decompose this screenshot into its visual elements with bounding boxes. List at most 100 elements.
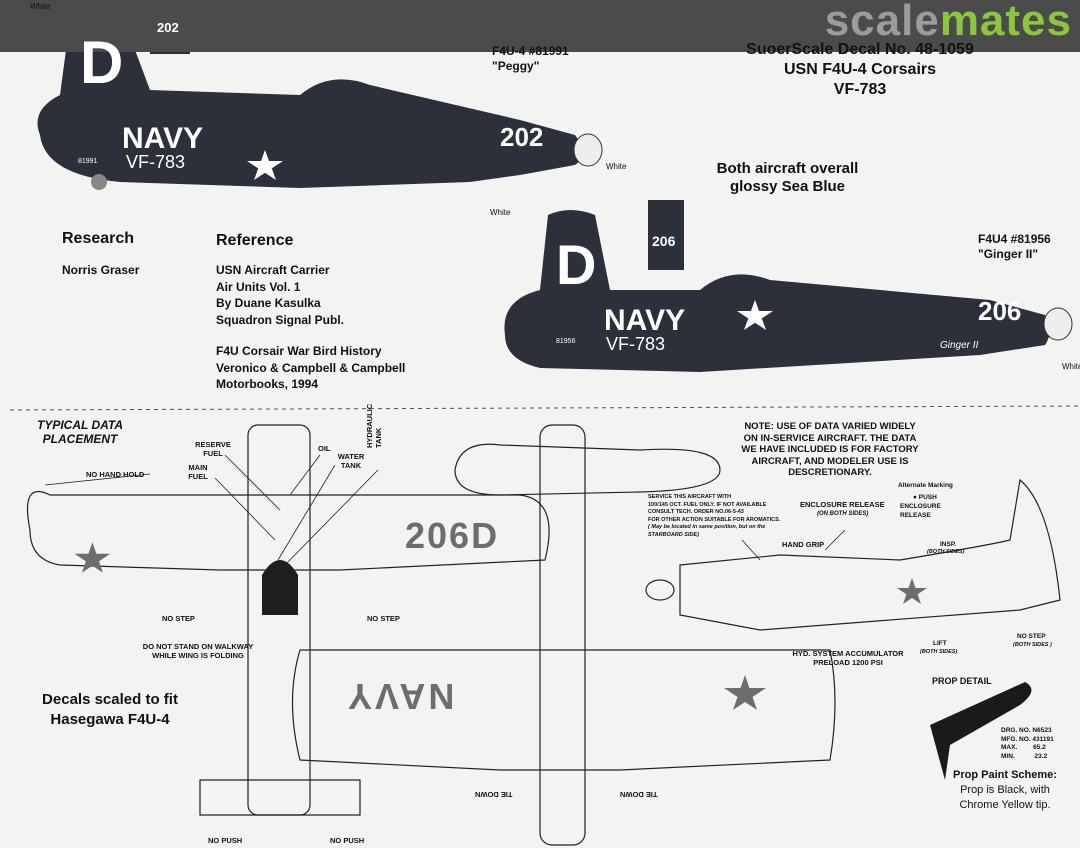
color-note-2: glossy Sea Blue [729,178,846,195]
aircraft-2-star-icon [737,300,773,330]
aircraft-2-silhouette [504,200,1050,372]
logo-part1: scale [824,0,940,45]
logo-part2: mates [939,0,1072,45]
aircraft-1-tailwheel [91,174,107,190]
label-enclosure-release: ENCLOSURE RELEASE [800,500,885,509]
side-star-icon [897,578,927,604]
prop-mfg: MFG. NO. 431191 [1001,735,1054,743]
prop-scheme-title: Prop Paint Scheme: [953,769,1057,781]
aircraft-1-tail-number: 202 [157,20,179,35]
top-view-aircraft [26,424,550,816]
aircraft-2-nose-art: Ginger II [940,340,979,351]
label-on-both-sides: (ON BOTH SIDES) [817,511,869,517]
wing-star-left-icon [74,542,111,573]
label-hydraulic-tank: HYDRAULIC TANK [365,403,383,448]
aircraft-1-label: F4U-4 #81991"Peggy" [492,44,569,74]
aircraft-2-bureau: 81956 [556,338,576,345]
prop-min-label: MIN. [1001,752,1015,760]
label-hand-grip: HAND GRIP [782,540,825,549]
bottom-view-aircraft [291,424,836,846]
color-note-1: Both aircraft overall [716,160,859,177]
label-main-fuel: MAIN FUEL [188,463,208,481]
aircraft-2-fuselage-number: 206 [978,296,1022,326]
aircraft-2-navy: NAVY [604,304,686,337]
label-water-tank: WATER TANK [337,452,365,470]
prop-title: PROP DETAIL [932,676,992,686]
wing-navy: NAVY [345,676,455,717]
title-line3: VF-783 [833,81,887,98]
aircraft-1-star-icon [247,150,283,180]
hyd-1: HYD. SYSTEM ACCUMULATOR [792,649,904,658]
label-oil: OIL [318,444,331,453]
walkway-1: DO NOT STAND ON WALKWAY [142,642,254,651]
aircraft-1-spinner [573,133,603,167]
prop-scheme-1: Prop is Black, with [960,784,1050,796]
label-tie-down-left: TIE DOWN [475,790,513,799]
research-name: Norris Graser [62,263,140,277]
aircraft-1-fuselage-number: 202 [500,122,544,152]
ref-line: Air Units Vol. 1 [216,279,301,294]
prop-data: DRG. NO. N6523 MFG. NO. 431191 MAX. 65.2… [1001,727,1054,761]
label-no-step-left: NO STEP [162,614,195,623]
note-line: DESCRETIONARY. [788,467,872,478]
reference-heading: Reference [216,232,294,249]
propeller-blade [930,682,1032,780]
aircraft-1-id: F4U-4 #81991 [492,44,569,58]
label-side-no-step: NO STEP [1017,633,1046,640]
ref-line: Squadron Signal Publ. [216,312,345,327]
label-enclosure-2: ENCLOSURE [900,503,941,510]
aircraft-1-code: D [80,29,124,96]
label-tie-down-right: TIE DOWN [620,790,658,799]
label-insp-sides: (BOTH SIDES) [927,549,965,555]
service-label: SERVICE THIS AIRCRAFT WITH 100/145 OCT. … [648,494,780,539]
note-line: NOTE: USE OF DATA VARIED WIDELY [744,421,916,432]
leader-lines [44,454,846,566]
prop-max-label: MAX. [1001,744,1018,751]
note-line: ON IN-SERVICE AIRCRAFT. THE DATA [743,432,917,444]
service-line: FOR OTHER ACTION SUITABLE FOR AROMATICS. [648,516,781,523]
wing-code: 206D [405,515,500,556]
service-note: STARBOARD SIDE) [648,531,699,538]
research-heading: Research [62,230,135,247]
service-line: CONSULT TECH. ORDER NO.06-5-43 [648,509,744,515]
site-banner: scalemates [0,0,1080,52]
decal-note-2: Hasegawa F4U-4 [50,711,170,728]
prop-scheme-2: Chrome Yellow tip. [959,799,1051,811]
aircraft-2-spinner [1043,307,1073,341]
prop-max: 65.2 [1033,744,1046,751]
label-release-2: RELEASE [900,512,931,519]
ref-line: Motorbooks, 1994 [216,377,319,391]
label-no-push-left: NO PUSH [208,836,243,845]
scalemates-logo[interactable]: scalemates [825,0,1072,46]
service-note: ( May be located in same position, but o… [648,524,766,530]
label-lift-sides: (BOTH SIDES) [920,649,958,655]
aircraft-2-code: D [556,233,597,296]
label-insp: INSP. [940,541,957,548]
aircraft-2-tail-number: 206 [652,233,676,249]
label-alternate-marking: Alternate Marking [898,482,953,489]
label-reserve-fuel: RESERVE FUEL [195,440,231,458]
aircraft-1-bureau: 81991 [78,158,98,165]
prop-min: 23.2 [1034,752,1048,760]
aircraft-2-label: F4U4 #81956"Ginger II" [978,232,1051,262]
label-side-no-step-sides: (BOTH SIDES ) [1013,642,1052,648]
aircraft-1-squadron: VF-783 [126,152,186,172]
ref-line: F4U Corsair War Bird History [216,344,382,358]
side-view-aircraft [645,478,1061,631]
cockpit-top [262,560,298,615]
ref-line: USN Aircraft Carrier [216,263,330,277]
service-line: SERVICE THIS AIRCRAFT WITH [648,494,732,500]
label-no-step-right: NO STEP [367,614,400,623]
label-push: ● PUSH [913,494,937,501]
ref-line [216,328,405,343]
aircraft-2-squadron: VF-783 [606,334,666,354]
note-line: WE HAVE INCLUDED IS FOR FACTORY [741,444,919,455]
dp-title-1: TYPICAL DATA [37,418,123,432]
aircraft-1-white-nose: White [606,162,627,171]
hyd-2: PRELOAD 1200 PSI [813,658,883,667]
aircraft-1-navy: NAVY [122,122,204,155]
